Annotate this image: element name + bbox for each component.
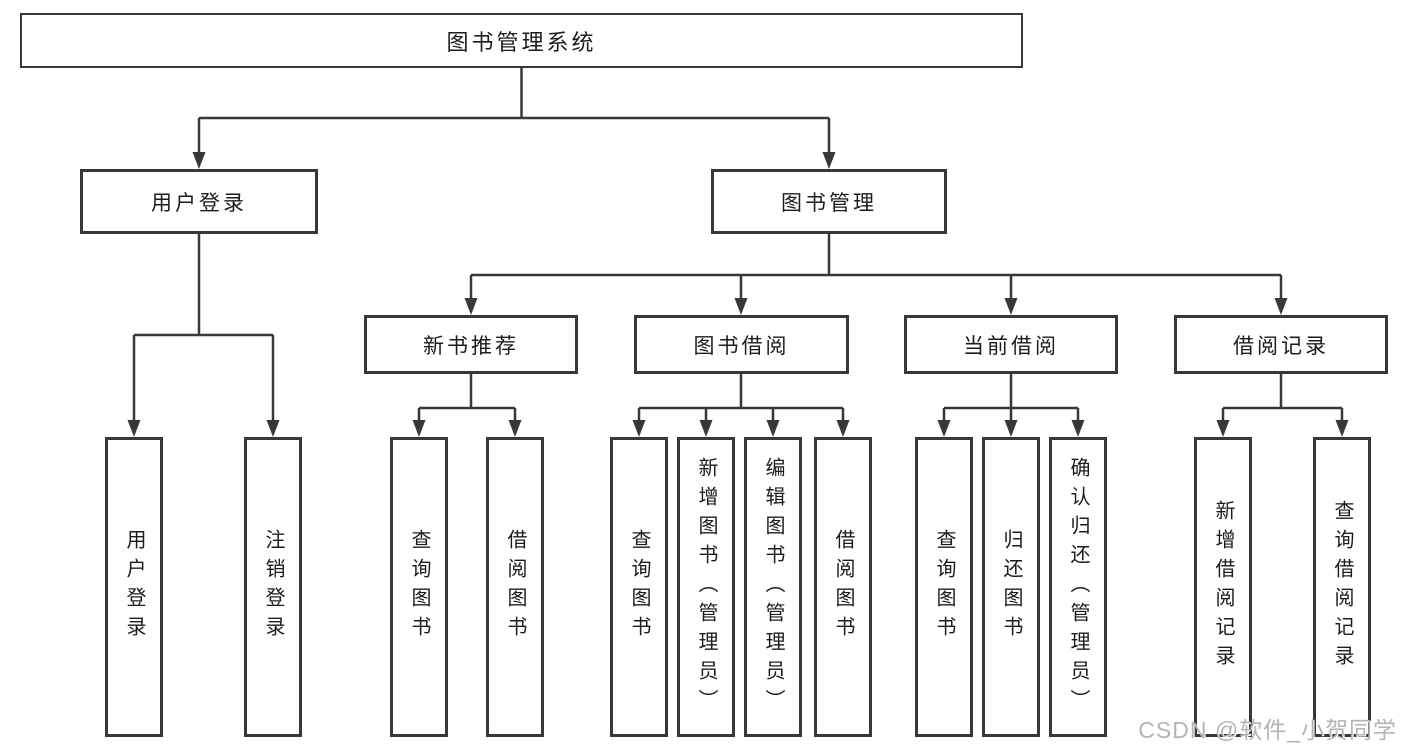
connector-current-borrow-to-leaves — [942, 374, 1080, 423]
leaf-borrow-books-recommend: 借阅图书 — [486, 437, 544, 737]
connector-borrow-records-to-leaves — [1221, 374, 1344, 423]
leaf-confirm-return-admin: 确认归还（管理员） — [1049, 437, 1107, 737]
connector-user-login-to-leaves — [132, 234, 275, 423]
leaf-borrow-books: 借阅图书 — [814, 437, 872, 737]
node-current-borrow: 当前借阅 — [904, 315, 1118, 374]
connector-root-to-level1 — [197, 68, 831, 155]
node-user-login: 用户登录 — [80, 169, 318, 234]
leaf-return-books: 归还图书 — [982, 437, 1040, 737]
node-new-book-recommend: 新书推荐 — [364, 315, 578, 374]
node-book-borrow: 图书借阅 — [634, 315, 849, 374]
connector-book-mgmt-to-level2 — [469, 234, 1283, 301]
leaf-add-borrow-record: 新增借阅记录 — [1194, 437, 1252, 737]
leaf-query-borrow-record: 查询借阅记录 — [1313, 437, 1371, 737]
arrowheads — [127, 152, 1349, 437]
connector-new-book-to-leaves — [417, 374, 517, 423]
csdn-watermark: CSDN @软件_小贺同学 — [1138, 717, 1397, 743]
node-book-management: 图书管理 — [711, 169, 947, 234]
leaf-query-books-borrow: 查询图书 — [610, 437, 668, 737]
leaf-add-books-admin: 新增图书（管理员） — [677, 437, 735, 737]
leaf-logout: 注销登录 — [244, 437, 302, 737]
leaf-user-login: 用户登录 — [105, 437, 163, 737]
leaf-edit-books-admin: 编辑图书（管理员） — [744, 437, 802, 737]
node-borrow-records: 借阅记录 — [1174, 315, 1388, 374]
connector-book-borrow-to-leaves — [637, 374, 845, 423]
leaf-query-books-recommend: 查询图书 — [390, 437, 448, 737]
node-root-library-system: 图书管理系统 — [20, 13, 1023, 68]
leaf-query-books-current: 查询图书 — [915, 437, 973, 737]
